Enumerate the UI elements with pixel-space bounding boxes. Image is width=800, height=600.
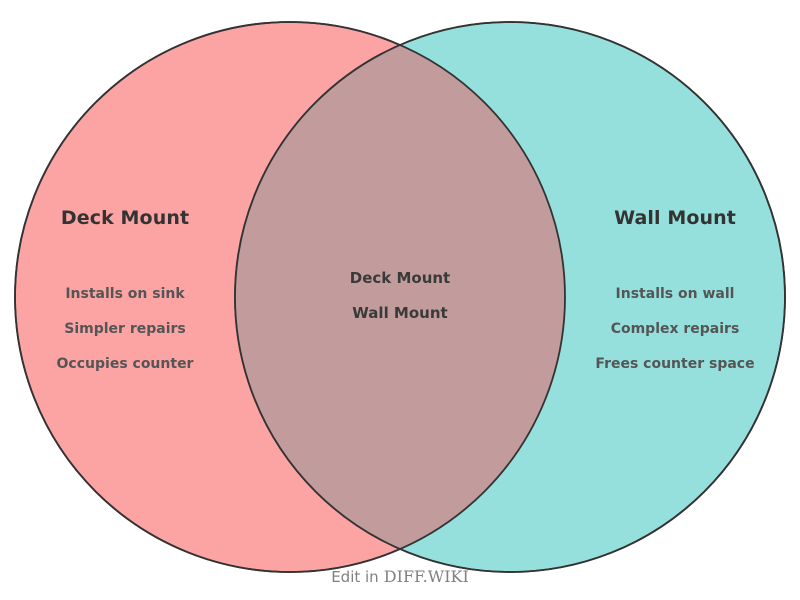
set-circle-left-outline [14, 21, 566, 573]
set-intersection-region[interactable] [235, 22, 785, 572]
brand-label[interactable]: DIFF.WIKI [383, 567, 469, 586]
footer-attribution[interactable]: Edit in DIFF.WIKI [0, 567, 800, 586]
edit-label: Edit in [331, 568, 379, 586]
set-circle-right-outline [234, 21, 786, 573]
